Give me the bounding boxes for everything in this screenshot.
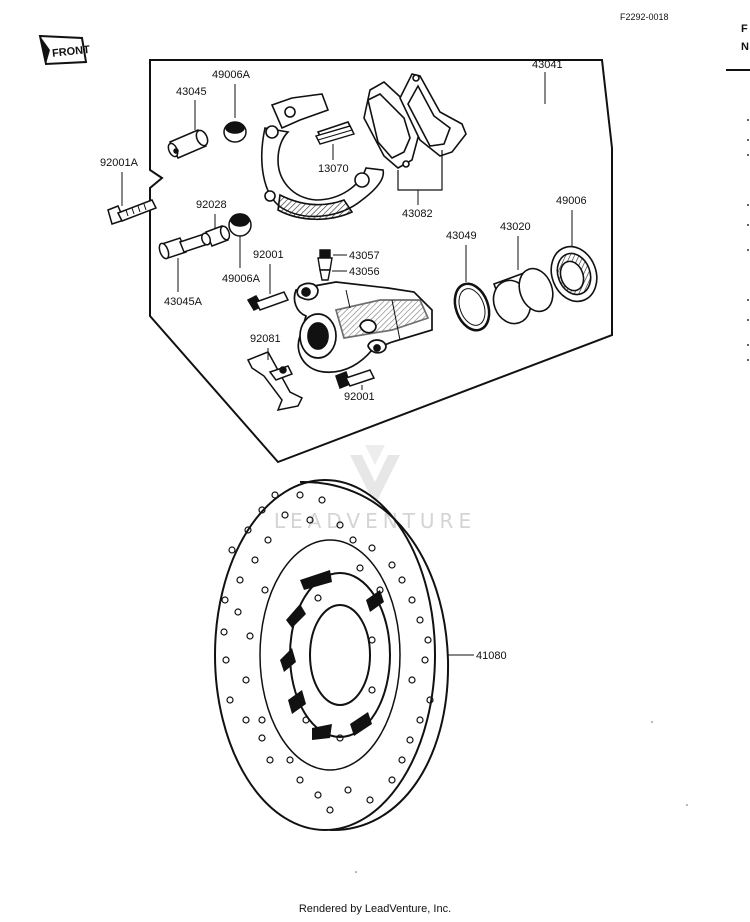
disc-drilled-holes [220,491,434,814]
bracket-43082 [397,150,443,191]
label-13070: 13070 [318,163,349,175]
piston-43020 [492,267,554,325]
bolt-92001-top [246,291,290,311]
spring-13070 [314,125,356,145]
label-92001-top: 92001 [253,249,284,261]
caliper-bracket [261,93,385,221]
watermark-text: LEADVENTURE [274,509,476,533]
boot-49006a-lower [228,213,252,237]
pin-43045a [158,232,212,260]
label-43057: 43057 [349,250,380,262]
label-41080: 41080 [476,650,507,662]
front-direction-badge: FRONT [38,34,91,66]
clip-92081 [246,351,304,412]
label-43045: 43045 [176,86,207,98]
label-92001-bottom: 92001 [344,391,375,403]
label-92028: 92028 [196,199,227,211]
bolt-92001-bottom [335,369,376,389]
label-49006a-top: 49006A [212,69,251,81]
bleeder-valve-43057 [317,249,333,281]
brake-disc-41080 [214,479,450,832]
brake-pads-43082 [363,73,467,169]
label-43082: 43082 [402,208,433,220]
right-edge-marks [747,119,749,361]
label-43045a: 43045A [164,296,203,308]
label-43020: 43020 [500,221,531,233]
front-label: FRONT [52,44,91,60]
piston-seal-43049 [453,282,491,332]
label-43056: 43056 [349,266,380,278]
footer-credit: Rendered by LeadVenture, Inc. [298,903,452,915]
label-49006a-lower: 49006A [222,273,261,285]
pin-43045 [167,129,209,159]
label-92081: 92081 [250,333,281,345]
label-92001a: 92001A [100,157,139,169]
label-49006: 49006 [556,195,587,207]
label-43041: 43041 [532,59,563,71]
label-43049: 43049 [446,230,477,242]
caliper-assembly-outline [149,59,613,464]
right-edge-letter-1: F [741,23,748,35]
dust-seal-49006 [550,245,598,303]
disc-carrier-vents [280,570,384,740]
caliper-body [293,281,433,373]
watermark-logo [350,445,400,505]
bolt-92001a [107,199,158,225]
scan-specks [355,721,688,873]
right-edge-letter-2: N [741,41,749,53]
boot-49006a-top [223,121,247,143]
diagram-code: F2292-0018 [620,12,669,22]
